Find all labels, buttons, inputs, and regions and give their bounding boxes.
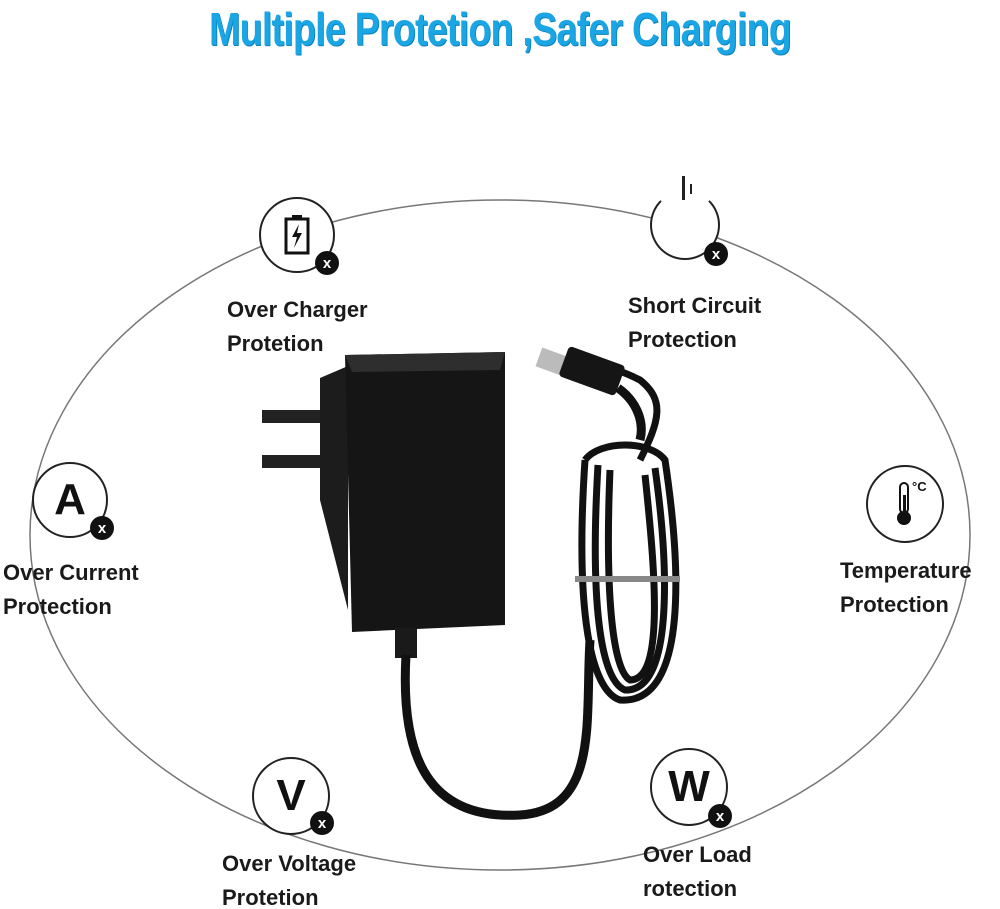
headline: Multiple Protetion ,Safer Charging	[209, 3, 792, 55]
feature-line2: Protection	[840, 592, 949, 617]
usb-plug	[559, 346, 625, 396]
ampere-icon: A x	[32, 462, 114, 540]
feature-line1: Temperature	[840, 558, 972, 583]
feature-over-load: Over Load rotection	[643, 838, 752, 906]
cable	[400, 639, 595, 820]
feature-line2: Protetion	[227, 331, 324, 356]
feature-short-circuit: Short Circuit Protection	[628, 289, 761, 357]
feature-over-voltage: Over Voltage Protetion	[222, 847, 356, 909]
feature-line2: rotection	[643, 876, 738, 901]
feature-line2: Protection	[628, 327, 737, 352]
strain-relief	[395, 628, 417, 658]
icon-glyph: A	[54, 475, 86, 524]
x-badge-icon: x	[90, 516, 114, 540]
feature-over-current: Over Current Protection	[3, 556, 139, 624]
icon-glyph: V	[276, 771, 306, 820]
voltage-icon: V x	[252, 757, 334, 835]
x-badge-icon: x	[708, 804, 732, 828]
watt-icon: W x	[650, 748, 732, 828]
x-badge-icon: x	[310, 811, 334, 835]
connecting-ellipse	[29, 199, 971, 871]
feature-line1: Over Voltage	[222, 851, 357, 876]
power-icon: x	[650, 176, 728, 266]
thermometer-icon: °C	[866, 465, 944, 543]
icon-glyph: W	[668, 762, 710, 811]
feature-line1: Over Load	[643, 842, 752, 867]
x-badge-icon: x	[315, 251, 339, 275]
feature-line2: Protetion	[222, 885, 319, 909]
prong-top	[262, 410, 322, 423]
icon-glyph: °C	[912, 479, 927, 494]
prong-bottom	[262, 455, 322, 468]
adapter-body	[345, 352, 505, 632]
feature-line2: Protection	[3, 594, 112, 619]
x-badge-icon: x	[704, 242, 728, 266]
feature-line1: Over Current	[3, 560, 139, 585]
feature-line1: Short Circuit	[628, 293, 762, 318]
feature-temperature: Temperature Protection	[840, 554, 972, 622]
feature-line1: Over Charger	[227, 297, 368, 322]
feature-over-charger: Over Charger Protetion	[227, 293, 368, 361]
battery-icon: x	[259, 197, 339, 275]
cable-tie	[575, 576, 680, 582]
